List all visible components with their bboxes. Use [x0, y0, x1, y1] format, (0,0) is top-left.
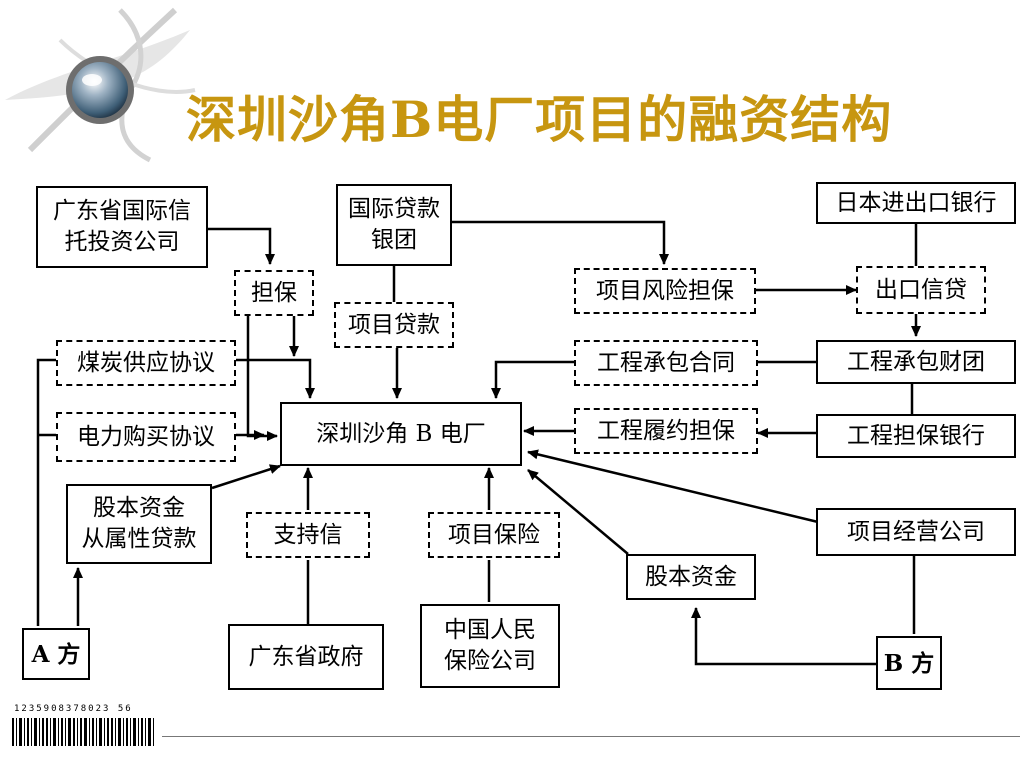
line-equity-plant: [527, 469, 629, 555]
line-b-equity: [691, 607, 876, 666]
node-gd-government: 广东省政府: [228, 624, 384, 690]
node-equity: 股本资金: [626, 554, 756, 600]
node-support-letter: 支持信: [246, 512, 370, 558]
logo-graphic: [5, 7, 196, 163]
footer-rule: [162, 736, 1020, 737]
node-gd-itic: 广东省国际信 托投资公司: [36, 186, 208, 268]
node-party-a: A 方: [22, 628, 90, 680]
node-project-loan: 项目贷款: [334, 302, 454, 348]
node-operating-company: 项目经营公司: [816, 508, 1016, 556]
node-project-risk-guarantee: 项目风险担保: [574, 268, 756, 314]
node-party-b: B 方: [876, 636, 942, 690]
barcode-graphic: [12, 718, 154, 746]
node-performance-guarantee: 工程履约担保: [574, 408, 758, 454]
node-coal-supply: 煤炭供应协议: [56, 340, 236, 386]
line-syndicate-risk: [452, 220, 669, 265]
line-coal-plant: [236, 358, 315, 399]
line-contract-plant: [491, 360, 574, 399]
node-export-credit: 出口信贷: [856, 266, 986, 314]
line-guarantee-plant-a: [246, 316, 278, 441]
node-epc-consortium: 工程承包财团: [816, 340, 1016, 384]
node-equity-subordinated-loan: 股本资金 从属性贷款: [66, 484, 212, 564]
line-subloan-plant: [211, 464, 281, 490]
node-project-insurance: 项目保险: [428, 512, 560, 558]
node-picc: 中国人民 保险公司: [420, 604, 560, 688]
line-operator-plant: [527, 449, 819, 524]
node-guarantee-bank: 工程担保银行: [816, 414, 1016, 458]
node-intl-syndicate: 国际贷款 银团: [336, 184, 452, 266]
line-itic-guarantee: [208, 227, 275, 265]
node-power-purchase: 电力购买协议: [56, 412, 236, 462]
node-jexim: 日本进出口银行: [816, 182, 1016, 224]
line-a-left: [36, 358, 56, 626]
node-guarantee: 担保: [234, 270, 314, 316]
node-plant: 深圳沙角 B 电厂: [280, 402, 522, 466]
node-epc-contract: 工程承包合同: [574, 340, 758, 386]
slide-title: 深圳沙角B电厂项目的融资结构: [186, 90, 893, 149]
barcode-number: 1235908378023 56: [14, 704, 133, 714]
